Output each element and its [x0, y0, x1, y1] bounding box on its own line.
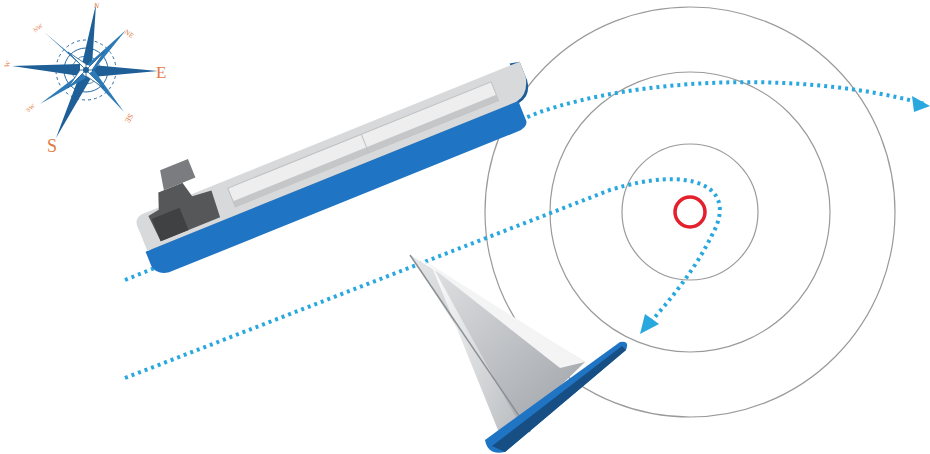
ship-course — [125, 82, 925, 280]
compass-center — [83, 67, 89, 73]
sailboat — [410, 255, 627, 453]
compass-label: W — [3, 60, 12, 69]
compass-label: N — [93, 2, 99, 10]
compass-point — [44, 32, 86, 70]
compass-label: SE — [122, 112, 134, 124]
course-arrowhead — [640, 314, 659, 334]
range-ring — [622, 144, 758, 280]
sailboat-hull — [485, 342, 627, 453]
target-marker — [675, 197, 705, 227]
compass-label: S — [47, 137, 57, 155]
compass-rose — [12, 4, 158, 138]
ship-hull-side — [135, 60, 534, 252]
compass-point — [12, 64, 80, 76]
compass-label: E — [156, 64, 166, 81]
compass-star — [86, 52, 104, 70]
sail — [430, 262, 520, 435]
compass-point — [82, 4, 96, 66]
ship-superstructure — [152, 208, 189, 241]
compass-label: NW — [32, 23, 44, 34]
sailboat-course — [125, 179, 720, 378]
ship-hull — [146, 101, 529, 278]
compass-star — [86, 70, 104, 88]
course-arrowhead — [912, 96, 930, 112]
range-ring — [550, 72, 830, 352]
sail — [420, 258, 585, 368]
deck-seam — [361, 134, 368, 153]
cargo-deck — [228, 82, 499, 207]
compass-label: SW — [25, 103, 36, 113]
compass-label: NE — [122, 28, 134, 39]
ship-bridge — [156, 159, 195, 190]
mast — [410, 255, 530, 432]
compass-star — [68, 70, 86, 88]
sailboat-hull-shade — [492, 346, 626, 452]
compass-star — [68, 52, 86, 70]
cargo-deck-side — [233, 95, 499, 207]
compass-point — [88, 70, 124, 112]
ship-deck — [134, 62, 534, 251]
ship-superstructure — [142, 174, 222, 242]
compass-point — [92, 65, 158, 77]
